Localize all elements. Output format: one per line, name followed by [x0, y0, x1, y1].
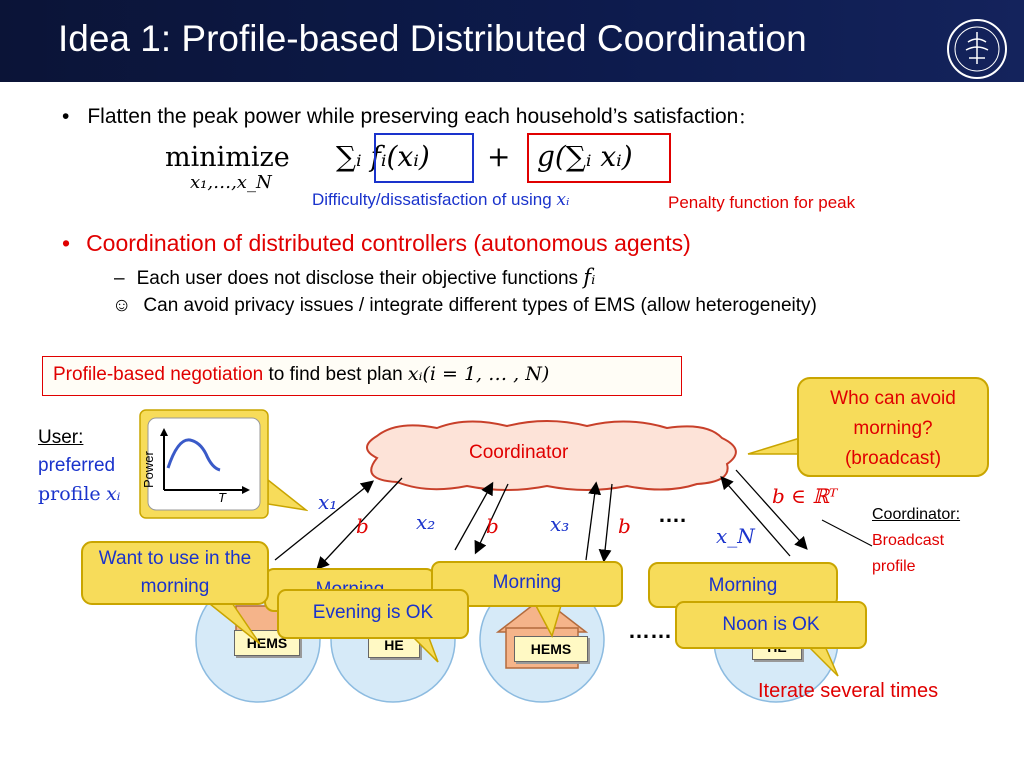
negotiation-red-text: Profile-based negotiation [53, 364, 264, 385]
b-label-2: b [486, 514, 499, 538]
user-label-profile: profile [38, 483, 101, 505]
iterate-label: Iterate several times [758, 680, 939, 702]
formula-g-term: g(∑ᵢ xᵢ) [537, 140, 633, 173]
penalty-box [527, 133, 671, 183]
formula-subscript: x₁,…,x_N [190, 172, 272, 193]
profile-curve [166, 438, 221, 472]
user-label-title: User: [38, 427, 84, 448]
difficulty-box [374, 133, 474, 183]
negotiation-text: to find best plan [268, 364, 403, 385]
formula-plus: + [487, 140, 511, 173]
coordinator-cloud [366, 420, 737, 491]
user-label: User: preferred profile xᵢ [38, 424, 121, 509]
bullet-1-text: Flatten the peak power while preserving … [87, 105, 739, 128]
coord-label-line2: Broadcast [872, 532, 945, 549]
penalty-annotation: Penalty function for peak [668, 193, 856, 212]
coordinator-label: Coordinator [469, 442, 569, 463]
noon-callout-shape [675, 601, 867, 677]
bullet-2-text: Coordination of distributed controllers … [86, 230, 691, 256]
b-label-1: b [356, 514, 369, 538]
bullet-2: •Coordination of distributed controllers… [62, 230, 691, 256]
sub-bullet-1-var: fᵢ [583, 265, 596, 289]
b-vector: b ∈ ℝᵀ [772, 484, 838, 508]
who-callout-text: Who can avoid morning? (broadcast) [800, 384, 986, 474]
negotiation-math: xᵢ(i = 1, … , N) [407, 363, 550, 385]
who-callout-line1: Who can avoid [830, 388, 956, 409]
sub-bullet-2-text: Can avoid privacy issues / integrate dif… [143, 295, 817, 316]
user-label-var: xᵢ [105, 483, 121, 505]
bullet-1-colon: ： [738, 110, 755, 127]
x2-label: x₂ [416, 510, 436, 534]
coord-label-line3: profile [872, 558, 916, 575]
who-callout-line2: morning? [853, 418, 933, 439]
morning-callout-2-shape [431, 561, 623, 638]
chart-xlabel: T [218, 490, 226, 505]
b-label-3: b [618, 514, 631, 538]
university-seal-icon [947, 19, 1007, 79]
coord-label-connector [821, 519, 873, 547]
hems-3: HEMS [514, 636, 588, 662]
xN-label: x_N [716, 524, 755, 548]
want-callout-shape [81, 541, 269, 645]
bullet-1: •Flatten the peak power while preserving… [62, 105, 755, 128]
profile-chart-callout [139, 409, 308, 519]
x3-label: x₃ [550, 512, 570, 536]
ellipsis-households: …… [628, 618, 672, 643]
morning-callout-n: Morning [648, 562, 838, 608]
morning-callout-2-text: Morning [492, 572, 562, 593]
smiley-icon: ☺ [112, 295, 132, 316]
who-callout-line3: (broadcast) [844, 448, 942, 469]
sub-bullet-1: –Each user does not disclose their objec… [114, 265, 596, 289]
coord-label-title: Coordinator: [872, 506, 961, 523]
negotiation-box: Profile-based negotiation to find best p… [42, 356, 682, 396]
sub-bullet-2: ☺ Can avoid privacy issues / integrate di… [112, 295, 817, 317]
want-callout-text: Want to use in the morning [98, 548, 252, 597]
slide-title: Idea 1: Profile-based Distributed Coordi… [58, 18, 807, 59]
ellipsis-top: …. [658, 502, 687, 527]
formula-minimize: minimize [165, 142, 290, 173]
evening-callout-shape [277, 589, 469, 663]
difficulty-var: xᵢ [556, 190, 570, 210]
difficulty-text: Difficulty/dissatisfaction of using [312, 190, 552, 209]
difficulty-annotation: Difficulty/dissatisfaction of using xᵢ [312, 190, 569, 210]
user-label-preferred: preferred [38, 455, 116, 476]
formula-sum-f: ∑ᵢ fᵢ(xᵢ) [336, 140, 430, 173]
who-callout-shape [747, 377, 989, 477]
slide-header [0, 0, 1024, 82]
noon-callout-text: Noon is OK [722, 614, 820, 635]
sub-bullet-1-text: Each user does not disclose their object… [136, 268, 579, 289]
x1-label: x₁ [318, 490, 338, 514]
evening-callout-text: Evening is OK [312, 602, 434, 623]
coordinator-broadcast-label: Coordinator: Broadcast profile [872, 502, 960, 580]
